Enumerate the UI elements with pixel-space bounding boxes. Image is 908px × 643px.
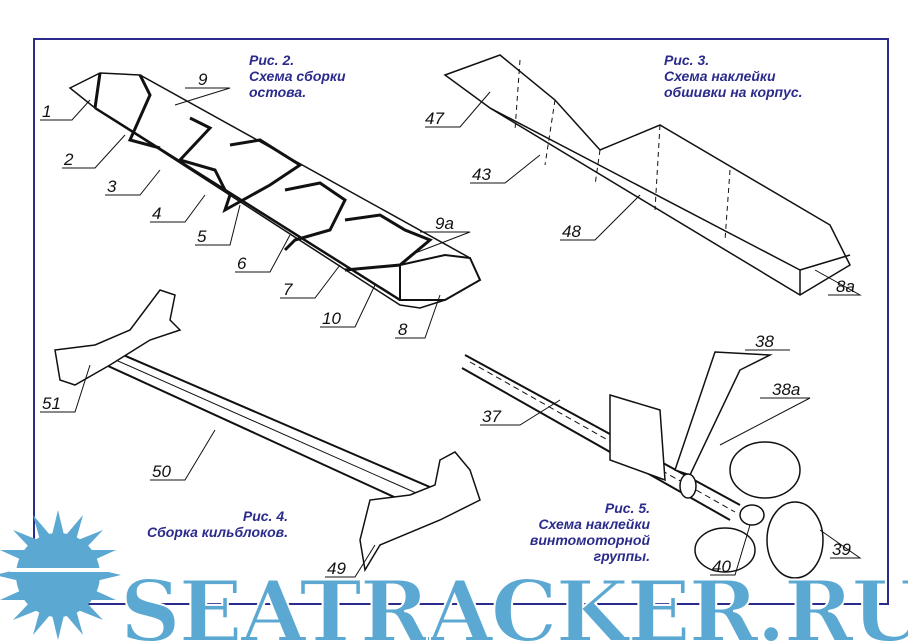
fig5-title: Рис. 5. [604, 500, 650, 516]
caption-line: Схема наклейки [664, 68, 776, 84]
label-8: 8 [398, 320, 408, 339]
label-47: 47 [425, 109, 444, 128]
caption-line: Схема сборки [249, 68, 346, 84]
label-8a: 8а [836, 277, 855, 296]
label-38: 38 [755, 332, 774, 351]
caption-line: остова. [249, 84, 307, 100]
label-49: 49 [327, 559, 346, 578]
propeller-group-drawing [461, 351, 824, 579]
label-1: 1 [42, 102, 51, 121]
caption-line: Сборка кильблоков. [146, 524, 288, 540]
label-9: 9 [198, 70, 208, 89]
leader-lines [40, 87, 862, 578]
label-43: 43 [472, 165, 491, 184]
fig2-caption: Рис. 2. Схема сборки остова. [249, 52, 346, 100]
caption-line: Схема наклейки [538, 516, 650, 532]
fig4-title: Рис. 4. [242, 508, 288, 524]
frame-assembly-drawing [68, 72, 482, 309]
page-border [33, 38, 889, 605]
label-6: 6 [237, 254, 247, 273]
label-7: 7 [283, 280, 293, 299]
caption-line: винтомоторной [529, 532, 650, 548]
label-38a: 38а [772, 380, 800, 399]
label-40: 40 [712, 557, 731, 576]
label-4: 4 [152, 204, 161, 223]
fig4-caption: Рис. 4. Сборка кильблоков. [112, 508, 288, 540]
watermark-logo: SEATRACKER.RU [119, 562, 908, 643]
hull-drawing [443, 54, 851, 296]
label-37: 37 [482, 407, 501, 426]
label-3: 3 [107, 177, 117, 196]
sun-logo-icon [0, 510, 121, 640]
keel-blocks-drawing [54, 289, 481, 573]
fig3-title: Рис. 3. [664, 52, 710, 68]
caption-line: обшивки на корпус. [664, 84, 803, 100]
label-10: 10 [322, 309, 341, 328]
label-51: 51 [42, 394, 61, 413]
fig5-caption: Рис. 5. Схема наклейки винтомоторной гру… [480, 500, 650, 564]
label-9a: 9а [435, 214, 454, 233]
label-39: 39 [832, 540, 851, 559]
caption-line: группы. [593, 548, 650, 564]
fig2-title: Рис. 2. [249, 52, 295, 68]
fig3-caption: Рис. 3. Схема наклейки обшивки на корпус… [664, 52, 803, 100]
label-50: 50 [152, 462, 171, 481]
label-5: 5 [197, 227, 207, 246]
label-48: 48 [562, 222, 581, 241]
label-2: 2 [63, 150, 74, 169]
